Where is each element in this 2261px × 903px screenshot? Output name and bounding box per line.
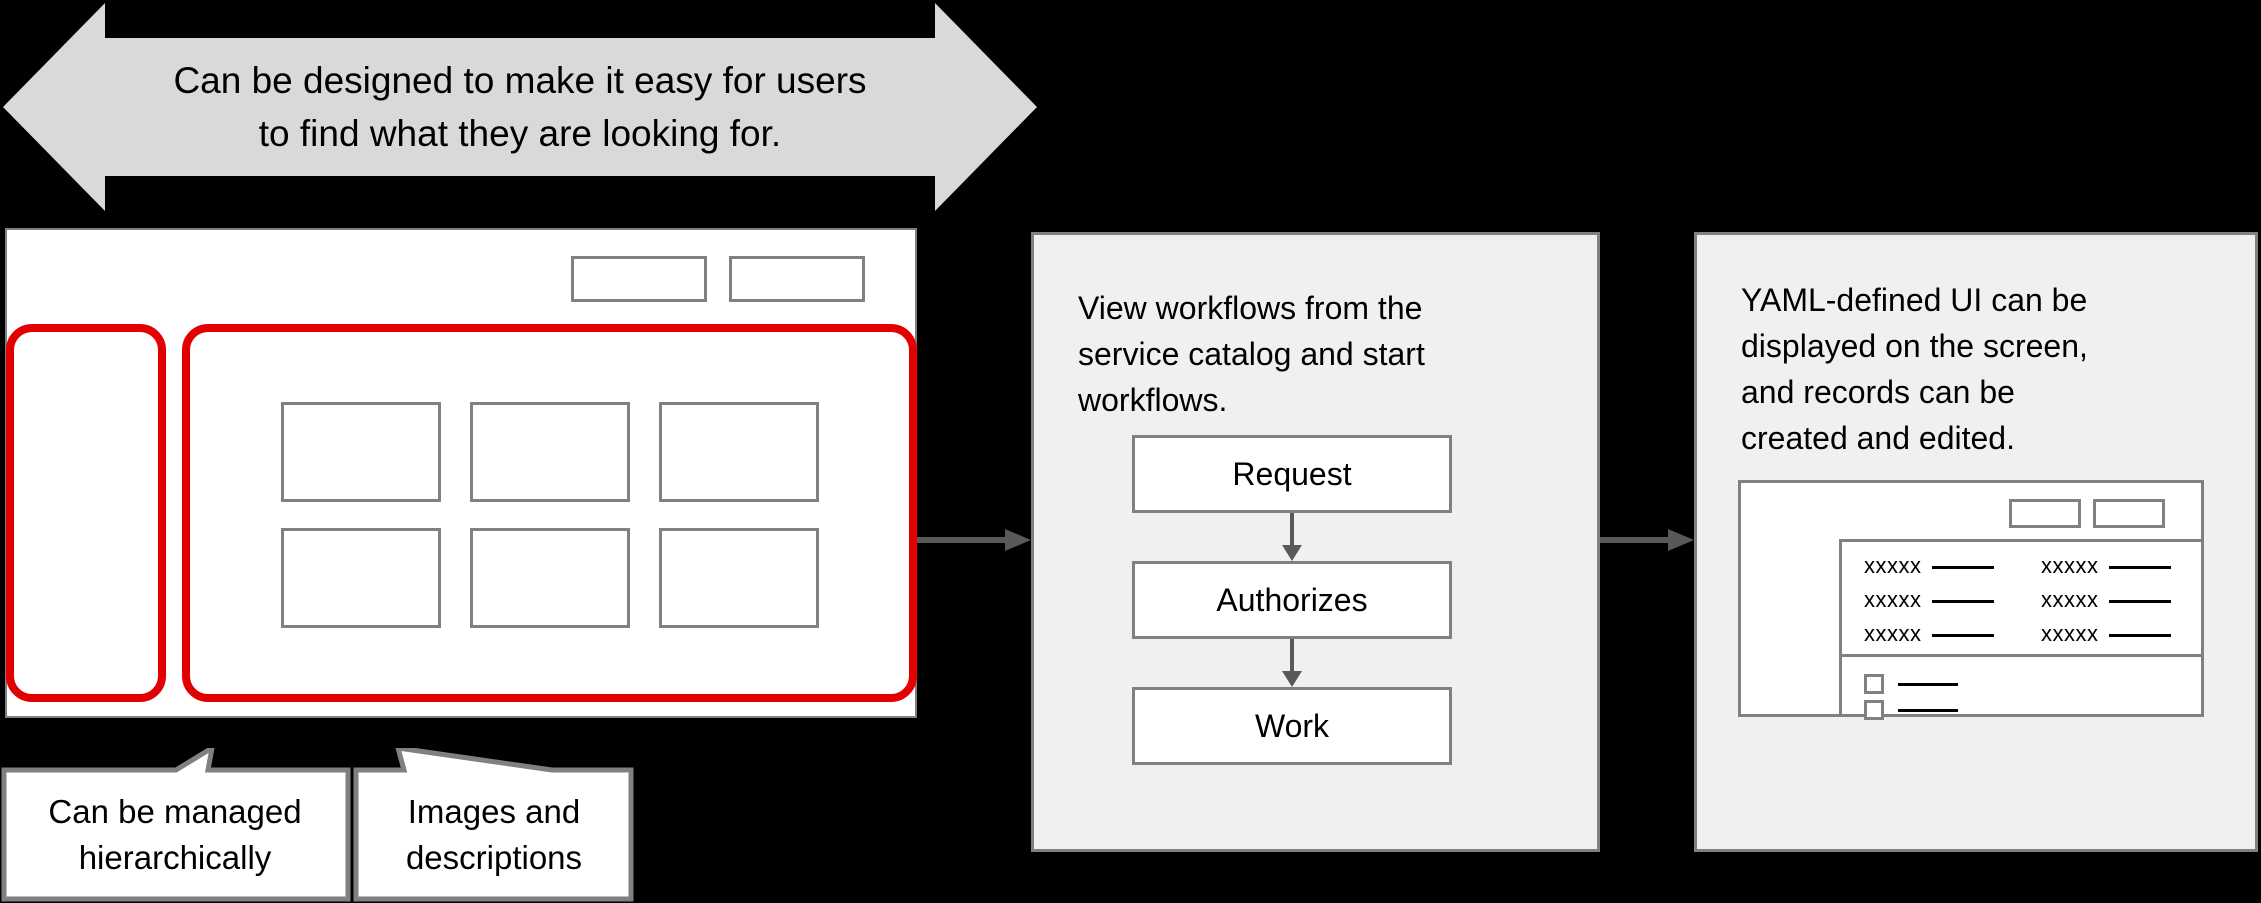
form-field[interactable]: xxxxx	[2041, 553, 2204, 579]
form-field-label: xxxxx	[2041, 553, 2099, 578]
callout-images-text: Images and descriptions	[405, 793, 583, 876]
connector-arrow-1	[917, 527, 1031, 553]
record-form-mockup: xxxxx xxxxx xxxxx	[1738, 480, 2204, 720]
callout-images: Images and descriptions	[352, 748, 635, 903]
form-body: xxxxx xxxxx xxxxx	[1839, 539, 2204, 720]
flow-node-request[interactable]: Request	[1132, 435, 1452, 513]
workflow-flowchart: Request Authorizes Work	[1132, 435, 1452, 765]
form-field-label: xxxxx	[2041, 621, 2099, 646]
catalog-card[interactable]	[658, 528, 819, 628]
callout-bubble-shape	[353, 748, 634, 902]
form-field-underline	[2108, 634, 2171, 637]
form-field-label: xxxxx	[2041, 587, 2099, 612]
form-checkbox-rows	[1842, 657, 2204, 720]
yaml-ui-panel-description: YAML-defined UI can be displayed on the …	[1741, 282, 2088, 457]
form-field[interactable]: xxxxx	[1864, 553, 2027, 579]
form-field-label: xxxxx	[1864, 621, 1922, 646]
checkbox-label-underline	[1898, 708, 1958, 712]
arrow-right-icon	[1600, 529, 1694, 551]
form-field-rows: xxxxx xxxxx xxxxx	[1842, 542, 2204, 657]
callout-bubble-shape	[1, 748, 351, 902]
flow-node-work[interactable]: Work	[1132, 687, 1452, 765]
form-checkbox-row[interactable]	[1864, 671, 2204, 697]
catalog-card-grid	[190, 332, 909, 694]
mockup-sidebar-highlight[interactable]	[6, 324, 166, 702]
form-field-underline	[1931, 634, 1994, 637]
catalog-card[interactable]	[280, 528, 441, 628]
double-arrow-shape	[3, 3, 1037, 211]
catalog-card[interactable]	[658, 402, 819, 502]
checkbox-label-underline	[1898, 682, 1958, 686]
form-field[interactable]: xxxxx	[1864, 621, 2027, 647]
catalog-card[interactable]	[280, 402, 441, 502]
flow-connector-1	[1132, 513, 1452, 561]
banner-text: Can be designed to make it easy for user…	[173, 60, 867, 154]
form-field-underline	[1931, 566, 1994, 569]
mockup-header-bar	[7, 230, 915, 320]
catalog-mockup-panel	[5, 228, 917, 718]
flow-node-authorizes[interactable]: Authorizes	[1132, 561, 1452, 639]
form-row: xxxxx xxxxx	[1864, 621, 2204, 655]
catalog-card[interactable]	[469, 528, 630, 628]
yaml-ui-panel: YAML-defined UI can be displayed on the …	[1694, 232, 2258, 852]
form-checkbox-row[interactable]	[1864, 697, 2204, 723]
form-field-underline	[1931, 600, 1994, 603]
connector-arrow-2	[1600, 527, 1694, 553]
form-field-label: xxxxx	[1864, 587, 1922, 612]
form-row: xxxxx xxxxx	[1864, 587, 2204, 621]
form-header-button-2[interactable]	[2093, 499, 2165, 528]
form-field-label: xxxxx	[1864, 553, 1922, 578]
form-row: xxxxx xxxxx	[1864, 553, 2204, 587]
workflow-panel: View workflows from the service catalog …	[1031, 232, 1600, 852]
header-button-1[interactable]	[571, 256, 707, 302]
top-banner-arrow: Can be designed to make it easy for user…	[0, 0, 1040, 215]
form-field[interactable]: xxxxx	[2041, 621, 2204, 647]
form-field[interactable]: xxxxx	[2041, 587, 2204, 613]
callout-hierarchy-text: Can be managed hierarchically	[48, 793, 302, 876]
form-field-underline	[2108, 600, 2171, 603]
form-field[interactable]: xxxxx	[1864, 587, 2027, 613]
checkbox-icon[interactable]	[1864, 674, 1884, 694]
workflow-panel-description: View workflows from the service catalog …	[1078, 290, 1425, 419]
mockup-content-highlight[interactable]	[182, 324, 917, 702]
checkbox-icon[interactable]	[1864, 700, 1884, 720]
arrow-right-icon	[917, 529, 1031, 551]
flow-connector-2	[1132, 639, 1452, 687]
arrow-down-icon	[1282, 639, 1302, 687]
callout-hierarchy: Can be managed hierarchically	[0, 748, 352, 903]
form-header-button-1[interactable]	[2009, 499, 2081, 528]
arrow-down-icon	[1282, 513, 1302, 561]
form-field-underline	[2108, 566, 2171, 569]
header-button-2[interactable]	[729, 256, 865, 302]
catalog-card[interactable]	[469, 402, 630, 502]
